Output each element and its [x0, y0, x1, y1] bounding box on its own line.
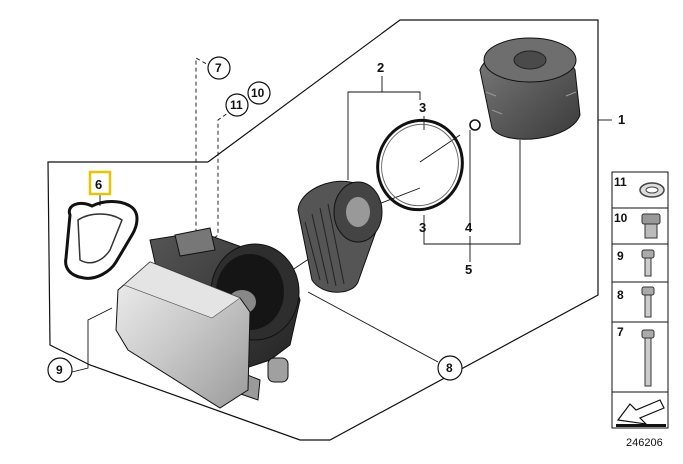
callout-9-circle: [47, 357, 73, 383]
label-6: 6: [95, 177, 102, 192]
bolt-medium-icon: [641, 286, 655, 318]
label-3-bottom: 3: [419, 220, 426, 235]
o-ring-part: [376, 118, 464, 212]
label-2: 2: [377, 60, 384, 75]
callout-10-circle: [247, 81, 271, 105]
label-10: 10: [251, 86, 265, 100]
bolt-short-icon: [641, 249, 655, 277]
small-parts-panel: 11 10 9 8 7: [611, 171, 669, 429]
label-1: 1: [618, 112, 625, 127]
side-label-10: 10: [614, 211, 628, 225]
filter-cap: [479, 37, 581, 140]
label-3-top: 3: [419, 100, 426, 115]
plug-icon: [641, 213, 661, 239]
callout-8-circle: [437, 355, 463, 381]
label-9: 9: [56, 363, 63, 377]
side-label-8: 8: [617, 288, 624, 302]
callout-11-circle: [225, 93, 249, 117]
gasket-part: [64, 200, 139, 280]
side-label-7: 7: [617, 325, 624, 339]
arrow-icon: [616, 399, 666, 427]
highlight-box-6: [88, 170, 112, 196]
label-7: 7: [215, 61, 222, 75]
label-4: 4: [465, 220, 473, 235]
assembly-outline: [47, 19, 599, 441]
side-label-11: 11: [614, 175, 627, 189]
side-label-9: 9: [617, 249, 624, 263]
bolt-long-icon: [641, 329, 655, 387]
filter-element: [297, 180, 383, 293]
small-seal-ring: [469, 119, 481, 131]
label-11: 11: [230, 98, 243, 112]
label-8: 8: [446, 361, 453, 375]
label-5: 5: [465, 262, 472, 277]
diagram-number: 246206: [626, 437, 663, 449]
callout-7-circle: [207, 56, 231, 80]
